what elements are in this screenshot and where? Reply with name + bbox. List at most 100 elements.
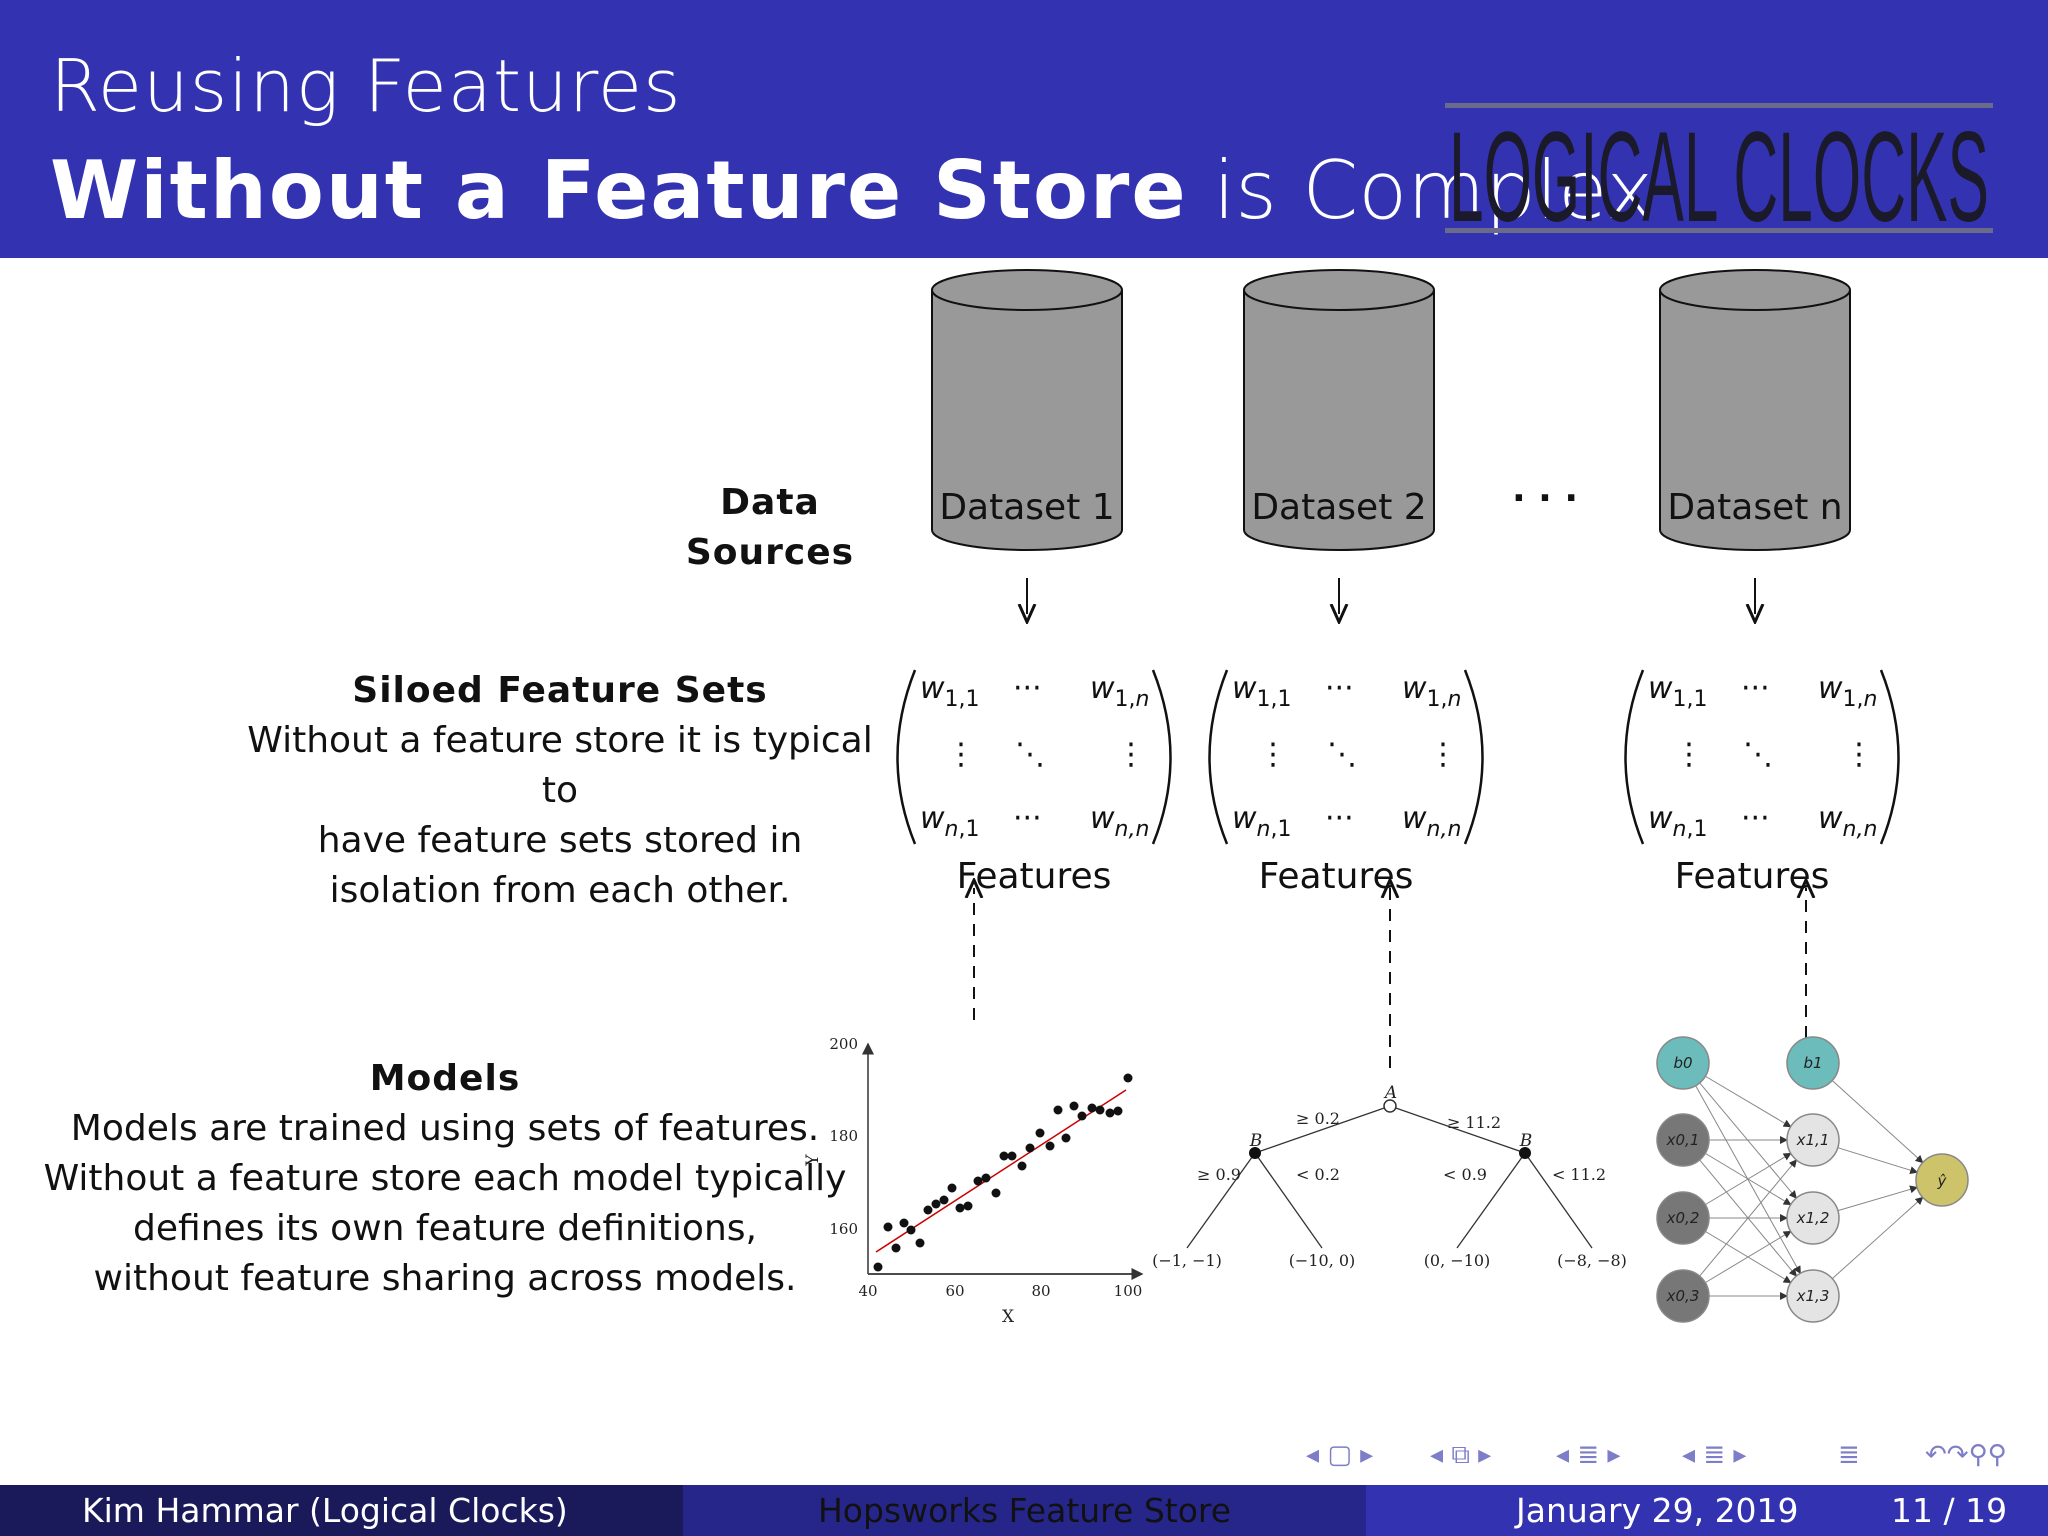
- nn-edge: [1705, 1075, 1792, 1128]
- models-heading: Models: [369, 1058, 521, 1099]
- scatter-point: [883, 1222, 893, 1232]
- scatter-point: [939, 1195, 949, 1205]
- diagram-svg: Dataset 1 Dataset 2 · · · Dataset n w1,1…: [803, 269, 1969, 1327]
- dataset-1-cylinder: Dataset 1: [931, 269, 1123, 551]
- svg-text:⋮: ⋮: [1844, 737, 1874, 772]
- x-tick: 100: [1114, 1282, 1143, 1300]
- footer-author: Kim Hammar (Logical Clocks): [0, 1485, 683, 1536]
- tree-node: [1519, 1147, 1531, 1159]
- nav-search-icon[interactable]: ↶↷⚲⚲: [1925, 1440, 2007, 1470]
- svg-text:wn,n: wn,n: [1090, 801, 1149, 842]
- scatter-points: [873, 1073, 1133, 1272]
- slide-title-line2: Without a Feature Store is Complex: [50, 144, 1653, 237]
- svg-text:w1,n: w1,n: [1818, 671, 1878, 712]
- y-tick: 200: [829, 1035, 858, 1053]
- nav-toc-icon[interactable]: ≣: [1838, 1440, 1860, 1470]
- svg-text:⋮: ⋮: [1674, 737, 1704, 772]
- nn-bias-node: [1786, 1036, 1840, 1090]
- svg-text:w1,1: w1,1: [1648, 671, 1708, 712]
- scatter-point: [915, 1238, 925, 1248]
- diagram-area: Data Sources Siloed Feature Sets Without…: [0, 258, 2048, 1478]
- models-line: Models are trained using sets of feature…: [70, 1108, 820, 1149]
- scatter-point: [923, 1205, 933, 1215]
- svg-text:wn,1: wn,1: [1648, 801, 1708, 842]
- title-light-part: is Complex: [1213, 144, 1654, 237]
- svg-text:⋮: ⋮: [1258, 737, 1288, 772]
- scatter-point: [1077, 1111, 1087, 1121]
- nav-section-icon[interactable]: ◂ ≣ ▸: [1556, 1440, 1621, 1470]
- nn-node-label: x1,3: [1796, 1287, 1830, 1305]
- nn-edge: [1837, 1185, 1919, 1212]
- dataset-n-label: Dataset n: [1667, 487, 1842, 528]
- siloed-feature-sets-text: Siloed Feature Sets Without a feature st…: [230, 666, 890, 916]
- svg-text:···: ···: [1325, 671, 1354, 706]
- siloed-line: Without a feature store it is typical to: [247, 720, 873, 811]
- tree-edge-label: ≥ 0.9: [1197, 1165, 1241, 1184]
- scatter-point: [973, 1176, 983, 1186]
- tree-root-label: A: [1383, 1083, 1397, 1103]
- tree-node-label: B: [1519, 1131, 1533, 1151]
- nav-frame-icon[interactable]: ◂ ▢ ▸: [1306, 1440, 1374, 1470]
- nn-node-label: b0: [1673, 1054, 1692, 1072]
- models-line: defines its own feature definitions,: [133, 1208, 757, 1249]
- scatter-point: [1087, 1103, 1097, 1113]
- tree-edge-label: ≥ 11.2: [1447, 1113, 1501, 1132]
- svg-text:w1,1: w1,1: [1232, 671, 1292, 712]
- svg-text:···: ···: [1741, 801, 1770, 836]
- tree-leaf-label: (0, −10): [1424, 1251, 1491, 1270]
- scatter-point: [1113, 1106, 1123, 1116]
- nn-edge: [1831, 1080, 1924, 1164]
- scatter-point: [955, 1203, 965, 1213]
- svg-text:w1,n: w1,n: [1402, 671, 1462, 712]
- nn-hidden-node: [1786, 1191, 1840, 1245]
- slide-header: Reusing Features Without a Feature Store…: [0, 0, 2048, 258]
- scatter-point: [1017, 1161, 1027, 1171]
- nn-edge: [1705, 1152, 1792, 1206]
- nav-section-icon[interactable]: ◂ ≣ ▸: [1682, 1440, 1747, 1470]
- svg-text:···: ···: [1741, 671, 1770, 706]
- logical-clocks-logo: LOGICAL CLOCKS: [1445, 103, 1993, 240]
- svg-text:wn,n: wn,n: [1818, 801, 1877, 842]
- svg-text:···: ···: [1325, 801, 1354, 836]
- nn-edge: [1837, 1147, 1919, 1175]
- dataset-1-label: Dataset 1: [939, 487, 1114, 528]
- nav-subsection-icon[interactable]: ◂ ⧉ ▸: [1430, 1440, 1492, 1470]
- nn-input-node: [1656, 1269, 1710, 1323]
- x-tick: 80: [1031, 1282, 1050, 1300]
- scatter-point: [931, 1199, 941, 1209]
- svg-text:⋱: ⋱: [1743, 737, 1773, 772]
- nn-edge: [1831, 1196, 1924, 1279]
- scatter-point: [1061, 1133, 1071, 1143]
- feature-matrix: w1,1 ··· w1,n ⋮ ⋱ ⋮ wn,1 ··· wn,n Featur…: [1208, 669, 1484, 897]
- nn-output-node: [1915, 1153, 1969, 1207]
- tree-edge-label: < 11.2: [1552, 1165, 1606, 1184]
- svg-text:wn,1: wn,1: [920, 801, 980, 842]
- slide-footer: Kim Hammar (Logical Clocks) Hopsworks Fe…: [0, 1485, 2048, 1536]
- siloed-line: isolation from each other.: [329, 870, 791, 911]
- title-bold-part: Without a Feature Store: [50, 144, 1188, 237]
- scatter-point: [981, 1173, 991, 1183]
- models-text: Models Models are trained using sets of …: [40, 1054, 850, 1304]
- svg-text:⋮: ⋮: [946, 737, 976, 772]
- y-tick: 180: [829, 1127, 858, 1145]
- scatter-point: [899, 1218, 909, 1228]
- decision-tree: A B B ≥ 0.2 ≥ 11.2 ≥ 0.9 < 0.2 < 0.9 < 1…: [1152, 1083, 1627, 1270]
- scatter-point: [1045, 1141, 1055, 1151]
- x-tick: 60: [945, 1282, 964, 1300]
- scatter-point: [1069, 1101, 1079, 1111]
- scatter-point: [1123, 1073, 1133, 1083]
- scatter-point: [1053, 1105, 1063, 1115]
- footer-date-page: January 29, 2019 11 / 19: [1366, 1485, 2048, 1536]
- svg-text:···: ···: [1013, 671, 1042, 706]
- data-sources-label: Data Sources: [685, 482, 855, 573]
- models-line: Without a feature store each model typic…: [43, 1158, 847, 1199]
- nn-node-label: x1,1: [1796, 1131, 1830, 1149]
- slide-title-line1: Reusing Features: [50, 44, 682, 128]
- y-tick: 160: [829, 1220, 858, 1238]
- nn-edge: [1705, 1230, 1792, 1284]
- tree-leaf-label: (−1, −1): [1152, 1251, 1222, 1270]
- scatter-point: [1095, 1105, 1105, 1115]
- nn-edge: [1699, 1159, 1797, 1277]
- models-line: without feature sharing across models.: [93, 1258, 797, 1299]
- siloed-line: have feature sets stored in: [317, 820, 803, 861]
